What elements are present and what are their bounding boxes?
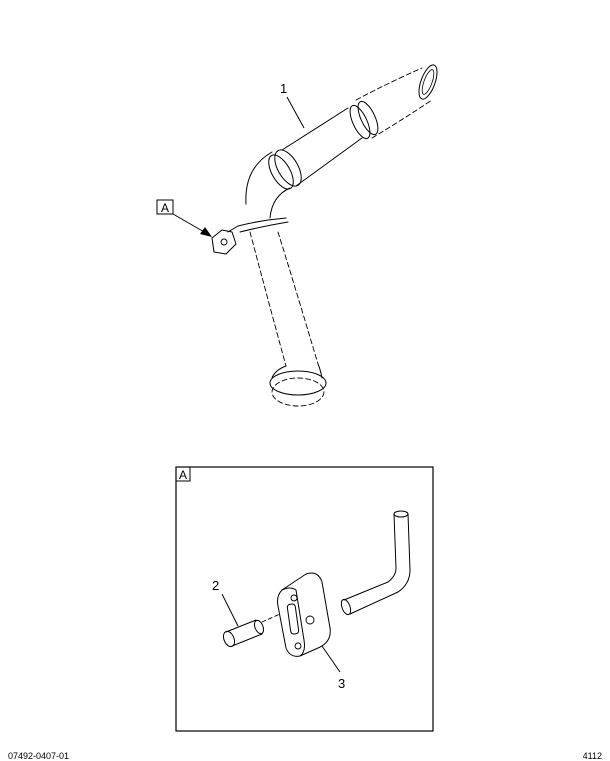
- callout-3-label: 3: [338, 676, 345, 691]
- callout-1-leader: [286, 96, 305, 129]
- detail-view-a-label: A: [179, 468, 187, 482]
- callout-3-leader: [321, 645, 341, 673]
- callout-2-leader: [221, 593, 239, 627]
- callout-2-label: 2: [212, 578, 219, 593]
- view-a-pointer-label: A: [161, 201, 169, 215]
- page-code: 4112: [582, 751, 602, 761]
- drawing-number: 07492-0407-01: [8, 751, 70, 761]
- exhaust-pipe-assembly: [211, 64, 438, 407]
- detail-view-a-parts: [222, 510, 411, 657]
- view-a-pointer: [156, 199, 212, 237]
- callout-1-label: 1: [280, 81, 287, 96]
- detail-view-a-frame: [175, 466, 434, 732]
